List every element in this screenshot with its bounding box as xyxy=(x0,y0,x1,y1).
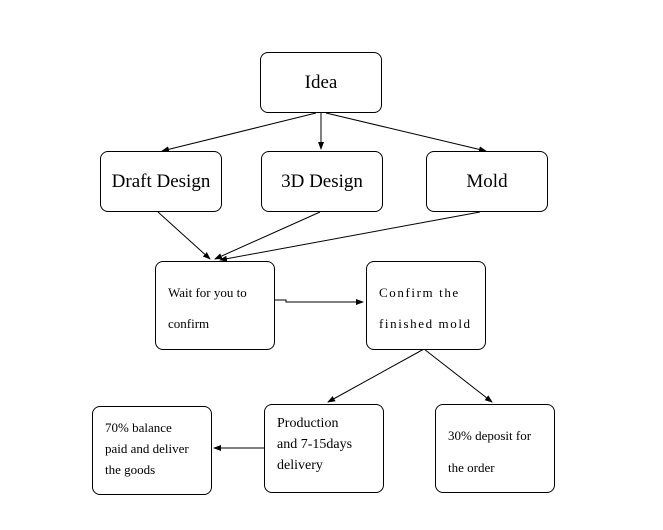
node-production-line-1: Production xyxy=(277,416,339,431)
node-deposit-line-2: the order xyxy=(448,460,495,475)
node-confirm-mold-line-1: Confirm the xyxy=(379,285,460,300)
node-mold: Mold xyxy=(426,151,548,212)
edge-idea-to-draft-design xyxy=(161,112,317,153)
node-3d-design-label: 3D Design xyxy=(281,170,363,192)
node-mold-label: Mold xyxy=(466,170,508,192)
edge-mold-to-wait-confirm xyxy=(219,211,481,262)
edge-3d-design-to-wait-confirm xyxy=(214,211,321,260)
node-draft-design-label: Draft Design xyxy=(111,170,211,192)
node-confirm-mold: Confirm the finished mold xyxy=(366,261,486,350)
edge-confirm-mold-to-production xyxy=(327,348,425,403)
node-wait-confirm-line-1: Wait for you to xyxy=(168,285,247,300)
node-confirm-mold-line-2: finished mold xyxy=(379,316,472,331)
edge-idea-to-mold xyxy=(325,112,487,153)
node-balance-line-1: 70% balance xyxy=(105,420,172,435)
edge-wait-confirm-to-confirm-mold xyxy=(275,299,364,305)
edge-confirm-mold-to-deposit xyxy=(423,348,493,403)
node-deposit-line-1: 30% deposit for xyxy=(448,428,532,443)
node-3d-design: 3D Design xyxy=(261,151,383,212)
node-idea-label: Idea xyxy=(304,71,338,93)
node-production-line-3: delivery xyxy=(277,458,323,473)
node-wait-confirm-line-2: confirm xyxy=(168,316,210,331)
node-deposit: 30% deposit for the order xyxy=(435,404,555,493)
node-production: Production and 7-15days delivery xyxy=(264,404,384,493)
node-wait-confirm: Wait for you to confirm xyxy=(155,261,275,350)
node-draft-design: Draft Design xyxy=(100,151,222,212)
node-balance: 70% balance paid and deliver the goods xyxy=(92,406,212,495)
node-balance-line-2: paid and deliver xyxy=(105,441,189,456)
node-balance-line-3: the goods xyxy=(105,462,156,477)
node-production-line-2: and 7-15days xyxy=(277,437,353,452)
node-idea: Idea xyxy=(260,52,382,113)
edge-draft-design-to-wait-confirm xyxy=(157,211,211,260)
